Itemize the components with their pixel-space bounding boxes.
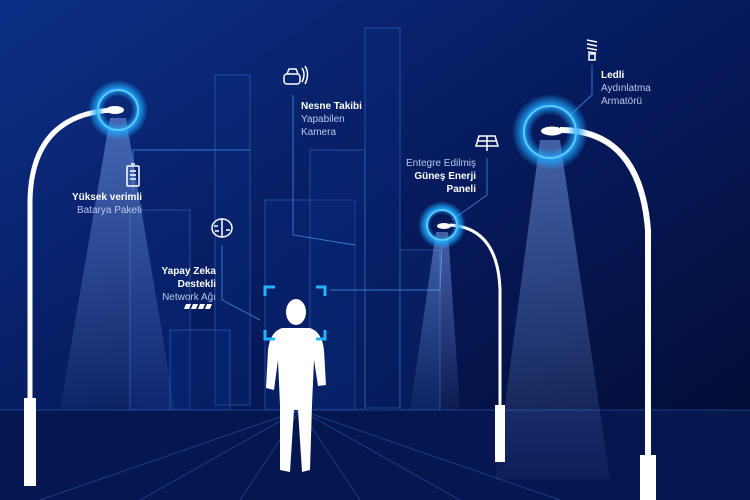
light-cone-right (495, 140, 610, 480)
feature-subtitle: Yapabilen (301, 114, 345, 125)
feature-title: Destekli (177, 279, 216, 290)
light-cone-middle (410, 232, 460, 410)
battery-icon (126, 163, 140, 187)
feature-subtitle: Network Ağı (162, 292, 216, 303)
feature-subtitle: Aydınlatma (601, 83, 651, 94)
camera-icon (283, 65, 309, 85)
feature-title: Ledli (601, 70, 625, 81)
feature-title: Yapay Zeka (161, 266, 216, 277)
feature-subtitle: Batarya Paketi (76, 205, 142, 216)
feature-subtitle: Armatörü (601, 96, 643, 107)
feature-subtitle: Entegre Edilmiş (405, 158, 476, 169)
feature-title: Paneli (446, 184, 476, 195)
light-cone-left (60, 118, 175, 410)
solar-panel-icon (474, 135, 500, 151)
led-bulb-icon (586, 39, 598, 61)
feature-title: Nesne Takibi (301, 101, 362, 112)
feature-title: Güneş Enerji (414, 171, 476, 182)
feature-title: Yüksek verimli (71, 192, 142, 203)
feature-camera-label: Nesne Takibi Yapabilen Kamera (301, 100, 362, 139)
feature-solar-label: Entegre Edilmiş Güneş Enerji Paneli (406, 157, 476, 196)
face-detection-frame (263, 285, 327, 341)
feature-battery-label: Yüksek verimli Batarya Paketi (72, 191, 142, 217)
signal-indicator-icon (184, 304, 212, 309)
brain-icon (211, 218, 233, 238)
person-silhouette (266, 299, 326, 472)
feature-ai-label: Yapay Zeka Destekli Network Ağı (162, 265, 216, 304)
feature-led-label: Ledli Aydınlatma Armatörü (601, 69, 651, 108)
feature-subtitle: Kamera (301, 127, 337, 138)
